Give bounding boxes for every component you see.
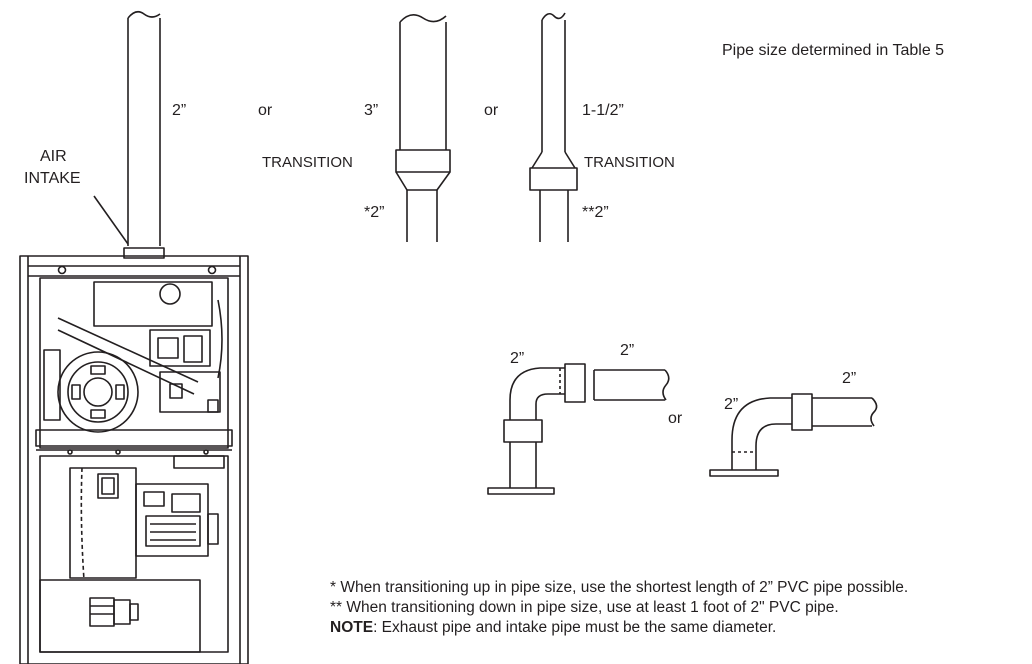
note-text: : Exhaust pipe and intake pipe must be t… [373,619,777,636]
pipe-3in-transition [395,14,451,242]
or-label-1: or [258,102,273,119]
star-2in-label: *2” [364,204,385,221]
footnote-1: * When transitioning up in pipe size, us… [330,579,909,596]
transition-label-left: TRANSITION [262,154,353,171]
pipe-1-5in-label: 1-1/2” [582,102,624,119]
elbow-fitting-b [709,393,878,477]
air-intake-label-line1: AIR [40,148,67,165]
pipe-1-5in-transition [529,12,578,242]
air-intake-leader [93,195,129,245]
furnace-cabinet [19,247,249,664]
elbow-a-label: 2” [510,350,525,367]
pipe-2in-label: 2” [172,102,187,119]
elbow-b-pipe-label: 2” [842,370,857,387]
elbow-fitting-a [487,363,670,495]
elbow-a-pipe-label: 2” [620,342,635,359]
pipe-2in-straight [127,10,161,246]
air-intake-label-line2: INTAKE [24,170,81,187]
elbow-b-label: 2” [724,396,739,413]
or-label-2: or [484,102,499,119]
footnote-2: ** When transitioning down in pipe size,… [330,599,839,616]
pipe-3in-label: 3” [364,102,379,119]
double-star-2in-label: **2” [582,204,609,221]
transition-label-right: TRANSITION [584,154,675,171]
footnote-3: NOTE: Exhaust pipe and intake pipe must … [330,618,908,638]
header-note: Pipe size determined in Table 5 [722,42,945,59]
or-label-3: or [668,410,683,427]
note-keyword: NOTE [330,619,374,636]
footnotes: * When transitioning up in pipe size, us… [330,578,908,638]
